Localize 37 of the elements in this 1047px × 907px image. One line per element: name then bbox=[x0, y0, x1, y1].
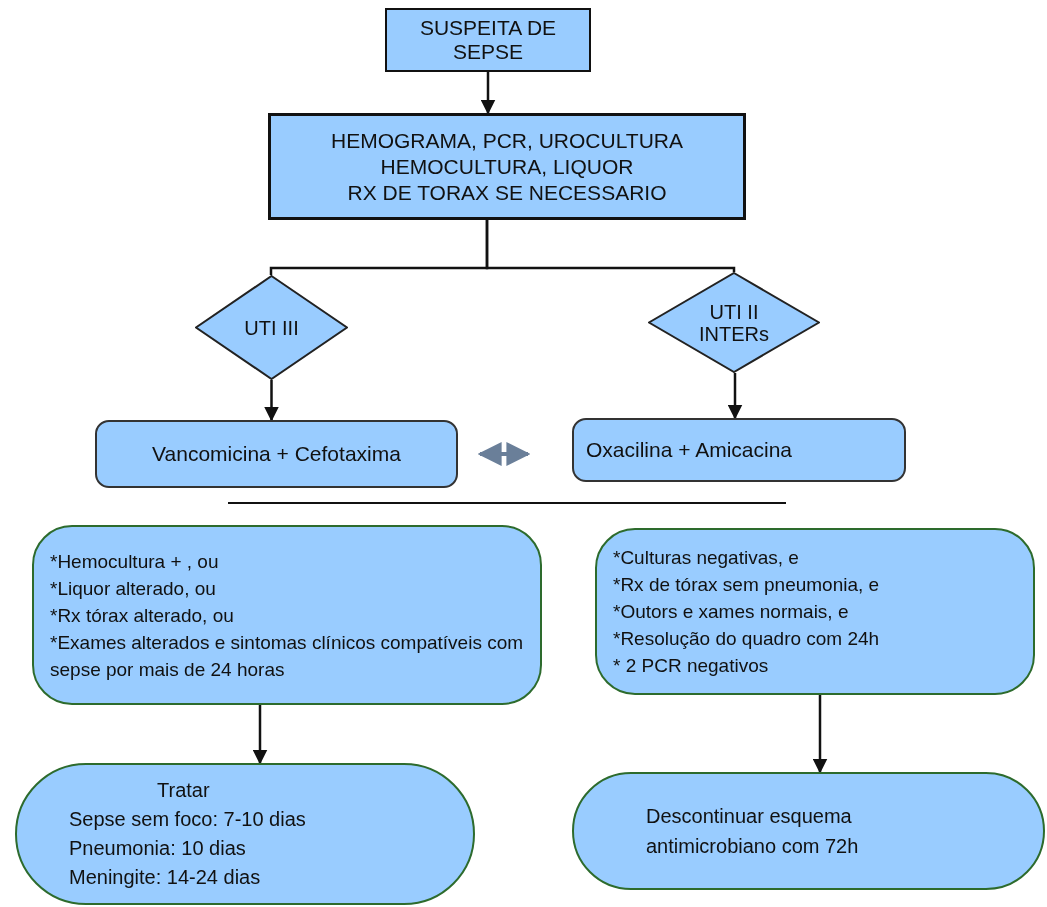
node-text: *Exames alterados e sintomas clínicos compatíveis com sepse por mais de 24 horas bbox=[50, 630, 524, 682]
node-text: *Outors e xames normais, e bbox=[613, 600, 850, 624]
node-text: *Rx de tórax sem pneumonia, e bbox=[613, 573, 881, 597]
node-text: UTI II INTERs bbox=[698, 300, 770, 345]
arrow bbox=[727, 373, 743, 420]
node-text: Meningite: 14-24 dias bbox=[69, 865, 262, 890]
node-text: Vancomicina + Cefotaxima bbox=[152, 441, 401, 468]
node-text: * 2 PCR negativos bbox=[613, 654, 770, 678]
treatment-box bbox=[572, 418, 906, 482]
node-text: *Culturas negativas, e bbox=[613, 546, 800, 570]
node-text: Oxacilina + Amicacina bbox=[586, 437, 792, 464]
start-box bbox=[385, 8, 591, 72]
node-text: *Hemocultura + , ou bbox=[50, 549, 220, 574]
criteria-box bbox=[32, 525, 542, 705]
node-text: Sepse sem foco: 7-10 dias bbox=[69, 807, 307, 832]
node-text: Pneumonia: 10 dias bbox=[69, 836, 247, 861]
arrow bbox=[252, 705, 268, 765]
node-text: HEMOCULTURA, LIQUOR bbox=[380, 153, 634, 180]
decision-diamond bbox=[648, 272, 820, 373]
process-box bbox=[268, 113, 746, 220]
arrow bbox=[812, 695, 828, 774]
node-text: *Resolução do quadro com 24h bbox=[613, 627, 881, 651]
node-text: *Rx tórax alterado, ou bbox=[50, 603, 235, 628]
node-text: *Liquor alterado, ou bbox=[50, 576, 217, 601]
arrow bbox=[264, 380, 279, 422]
connector-line bbox=[485, 220, 736, 272]
arrow bbox=[480, 72, 496, 115]
decision-diamond bbox=[195, 275, 348, 380]
node-text: Descontinuar esquema antimicrobiano com 72h bbox=[646, 804, 860, 859]
criteria-box bbox=[595, 528, 1035, 695]
node-text: SUSPEITA DE SEPSE bbox=[418, 16, 558, 64]
node-text: UTI III bbox=[244, 315, 299, 341]
treatment-box bbox=[95, 420, 458, 488]
arrow bbox=[477, 442, 531, 466]
node-text: HEMOGRAMA, PCR, UROCULTURA bbox=[331, 127, 683, 154]
node-text: Tratar bbox=[156, 778, 211, 803]
node-text: RX DE TORAX SE NECESSARIO bbox=[347, 179, 667, 206]
